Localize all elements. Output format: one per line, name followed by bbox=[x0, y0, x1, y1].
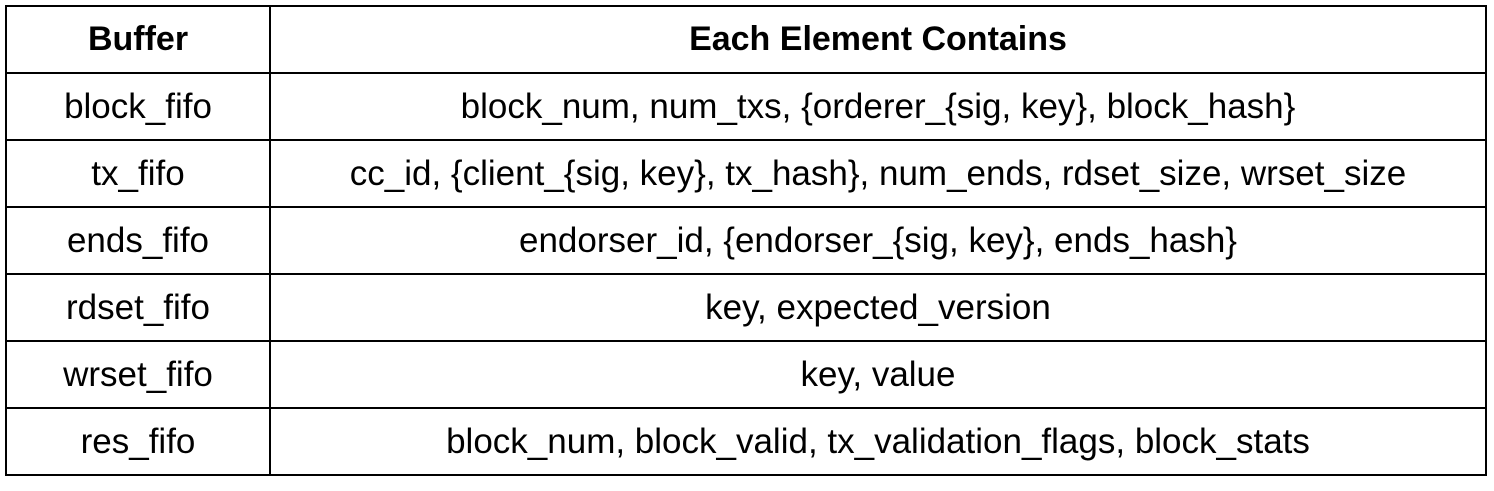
buffer-cell: rdset_fifo bbox=[5, 273, 271, 342]
buffer-cell: tx_fifo bbox=[5, 139, 271, 208]
buffer-cell: res_fifo bbox=[5, 407, 271, 476]
table-row: rdset_fifo key, expected_version bbox=[5, 273, 1487, 342]
table-row: block_fifo block_num, num_txs, {orderer_… bbox=[5, 72, 1487, 141]
contents-cell: block_num, num_txs, {orderer_{sig, key},… bbox=[269, 72, 1487, 141]
table-header-row: Buffer Each Element Contains bbox=[5, 5, 1487, 74]
buffer-table-container: Buffer Each Element Contains block_fifo … bbox=[5, 5, 1487, 476]
header-each-element-contains: Each Element Contains bbox=[269, 5, 1487, 74]
contents-cell: key, value bbox=[269, 340, 1487, 409]
table-row: res_fifo block_num, block_valid, tx_vali… bbox=[5, 407, 1487, 476]
buffer-cell: ends_fifo bbox=[5, 206, 271, 275]
buffer-table: Buffer Each Element Contains block_fifo … bbox=[5, 5, 1487, 476]
contents-cell: endorser_id, {endorser_{sig, key}, ends_… bbox=[269, 206, 1487, 275]
buffer-cell: block_fifo bbox=[5, 72, 271, 141]
table-row: ends_fifo endorser_id, {endorser_{sig, k… bbox=[5, 206, 1487, 275]
table-row: wrset_fifo key, value bbox=[5, 340, 1487, 409]
contents-cell: cc_id, {client_{sig, key}, tx_hash}, num… bbox=[269, 139, 1487, 208]
contents-cell: key, expected_version bbox=[269, 273, 1487, 342]
buffer-cell: wrset_fifo bbox=[5, 340, 271, 409]
header-buffer: Buffer bbox=[5, 5, 271, 74]
table-row: tx_fifo cc_id, {client_{sig, key}, tx_ha… bbox=[5, 139, 1487, 208]
contents-cell: block_num, block_valid, tx_validation_fl… bbox=[269, 407, 1487, 476]
